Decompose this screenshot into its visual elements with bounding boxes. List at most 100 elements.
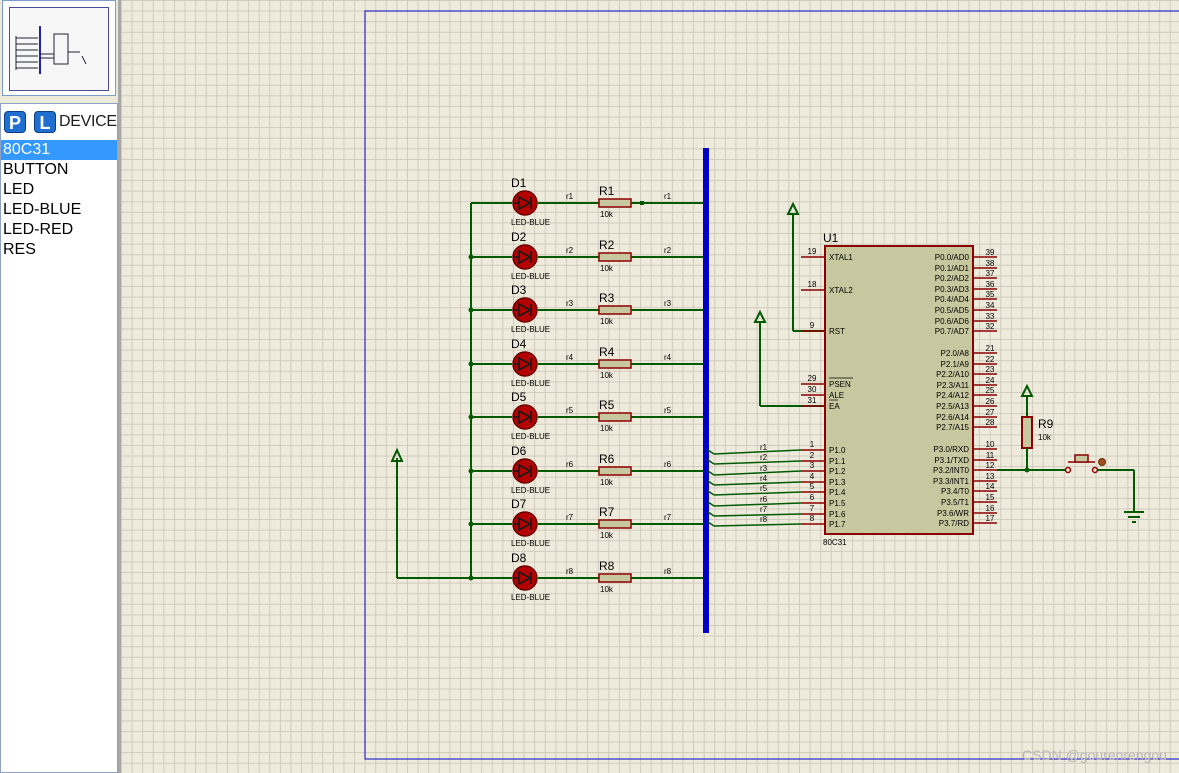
led-d7[interactable] (512, 511, 538, 537)
mcu-pin-num-2: 2 (810, 451, 815, 460)
mcu-pin-name-22: P2.1/A9 (941, 360, 970, 369)
led-d3[interactable] (512, 297, 538, 323)
resistor-r4[interactable] (598, 359, 632, 369)
library-manager-button[interactable]: L (34, 111, 56, 133)
bus-net-label-8: r8 (664, 567, 672, 576)
resistor-r7-ref: R7 (599, 505, 615, 519)
bus-entry-3: r3 (707, 464, 802, 476)
mcu-pin-name-24: P2.3/A11 (937, 381, 970, 390)
resistor-r3-value: 10k (600, 317, 614, 326)
schematic-canvas[interactable] (121, 0, 1179, 773)
mcu-net-label-3: r3 (760, 464, 768, 473)
led-d2[interactable] (512, 244, 538, 270)
mcu-pin-num-15: 15 (986, 493, 995, 502)
mcu-pin-name-26: P2.5/A13 (936, 402, 969, 411)
mcu-pin-num-3: 3 (810, 461, 815, 470)
mcu-pin-num-18: 18 (808, 280, 817, 289)
device-item-led-red[interactable]: LED-RED (3, 221, 74, 238)
led-d1-value: LED-BLUE (511, 218, 550, 227)
resistor-r4-ref: R4 (599, 345, 615, 359)
mcu-net-label-7: r7 (760, 505, 768, 514)
bus-net-label-6: r6 (664, 460, 672, 469)
resistor-r3-ref: R3 (599, 291, 615, 305)
device-item-button[interactable]: BUTTON (3, 161, 69, 178)
led-d5[interactable] (512, 404, 538, 430)
mcu-net-label-8: r8 (760, 515, 768, 524)
led-d2-ref: D2 (511, 230, 527, 244)
device-item-led-blue[interactable]: LED-BLUE (3, 201, 82, 218)
led-d8[interactable] (512, 565, 538, 591)
bus-entry-8: r8 (707, 515, 802, 527)
resistor-r3[interactable] (598, 305, 632, 315)
mcu-pin-num-28: 28 (986, 418, 995, 427)
overview-window[interactable] (2, 0, 116, 96)
overview-thumbnail[interactable] (9, 7, 109, 91)
mcu-pin-name-1: P1.0 (829, 446, 846, 455)
pick-devices-button[interactable]: P (4, 111, 26, 133)
mcu-pin-num-37: 37 (986, 269, 995, 278)
resistor-r1[interactable] (598, 198, 632, 208)
bus-net-label-7: r7 (664, 513, 672, 522)
left-sidebar: P L DEVICES 80C31 BUTTON LED LED-BLUE LE… (0, 0, 120, 773)
mcu-pin-num-12: 12 (986, 461, 995, 470)
resistor-r2[interactable] (598, 252, 632, 262)
led-net-label-7: r7 (566, 513, 574, 522)
device-item-80c31[interactable]: 80C31 (1, 140, 117, 160)
bus-entry-4: r4 (707, 474, 802, 486)
mcu-pin-name-18: XTAL2 (829, 286, 853, 295)
canvas-divider (118, 0, 121, 773)
mcu-pin-4: 4P1.3 (801, 472, 846, 487)
resistor-r7[interactable] (598, 519, 632, 529)
led-d1[interactable] (512, 190, 538, 216)
mcu-80c31[interactable]: U1 80C31 19XTAL118XTAL29RST29PSEN30ALE31… (801, 231, 997, 547)
mcu-pin-num-21: 21 (986, 344, 995, 353)
device-item-led[interactable]: LED (3, 181, 35, 198)
device-item-res[interactable]: RES (3, 241, 36, 258)
resistor-r8[interactable] (598, 573, 632, 583)
mcu-pin-name-32: P0.7/AD7 (935, 327, 970, 336)
bus-entry-5: r5 (707, 484, 802, 496)
resistor-r6[interactable] (598, 466, 632, 476)
mcu-pin-name-13: P3.3/INT1 (933, 477, 970, 486)
mcu-pin-name-11: P3.1/TXD (934, 456, 969, 465)
mcu-pin-name-27: P2.6/A14 (936, 413, 969, 422)
resistor-r1-ref: R1 (599, 184, 615, 198)
ground-symbol (1124, 511, 1144, 523)
mcu-pin-num-16: 16 (986, 504, 995, 513)
resistor-r6-value: 10k (600, 478, 614, 487)
led-d8-ref: D8 (511, 551, 527, 565)
led-d6[interactable] (512, 458, 538, 484)
common-wires (396, 203, 472, 579)
mcu-pin-num-25: 25 (986, 386, 995, 395)
mcu-body[interactable] (824, 245, 974, 535)
resistor-r1-value: 10k (600, 210, 614, 219)
mcu-pin-name-3: P1.2 (829, 467, 846, 476)
mcu-pin-num-30: 30 (808, 385, 817, 394)
resistor-r5[interactable] (598, 412, 632, 422)
resistor-r8-value: 10k (600, 585, 614, 594)
mcu-right-pins: 39P0.0/AD038P0.1/AD137P0.2/AD236P0.3/AD3… (933, 248, 997, 528)
led-d4[interactable] (512, 351, 538, 377)
mcu-pin-name-14: P3.4/T0 (941, 487, 970, 496)
bus-entry-2: r2 (707, 453, 802, 465)
mcu-pin-name-35: P0.4/AD4 (935, 295, 970, 304)
push-button[interactable] (1064, 454, 1106, 474)
led-d7-value: LED-BLUE (511, 539, 550, 548)
mcu-pin-name-19: XTAL1 (829, 253, 853, 262)
resistor-r9[interactable] (1021, 416, 1033, 449)
led-d5-ref: D5 (511, 390, 527, 404)
mcu-pin-name-30: ALE (829, 391, 844, 400)
